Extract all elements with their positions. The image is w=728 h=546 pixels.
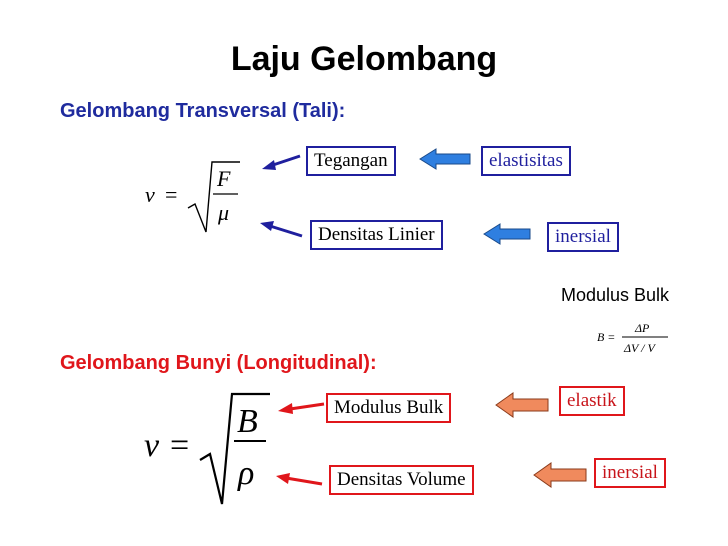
transversal-formula: v = F μ xyxy=(140,150,250,240)
transversal-heading: Gelombang Transversal (Tali): xyxy=(60,100,346,122)
box-elastisitas: elastisitas xyxy=(481,146,571,176)
longitudinal-heading: Gelombang Bunyi (Longitudinal): xyxy=(60,352,377,374)
bulk-formula-svg: B = ΔP ΔV / V xyxy=(597,321,668,355)
formula-num: F xyxy=(216,166,231,191)
line-arrow-tegangan xyxy=(262,154,301,170)
box-tegangan: Tegangan xyxy=(306,146,396,176)
line-arrow-modulus-bulk xyxy=(278,402,325,414)
longitudinal-formula: v = B ρ xyxy=(140,388,280,513)
long-formula-eq: = xyxy=(170,427,189,464)
bulk-den: ΔV / V xyxy=(623,341,656,355)
formula-den: μ xyxy=(217,200,229,225)
long-sqrt-sign xyxy=(199,392,270,505)
long-formula-num: B xyxy=(237,403,258,440)
long-formula-den: ρ xyxy=(237,455,254,492)
longitudinal-formula-svg: v = B ρ xyxy=(144,392,270,505)
bulk-formula: B = ΔP ΔV / V xyxy=(595,312,685,362)
formula-lhs: v xyxy=(145,182,155,207)
modulus-bulk-label: Modulus Bulk xyxy=(561,285,670,305)
long-formula-lhs: v xyxy=(144,427,160,464)
formula-eq: = xyxy=(165,182,177,207)
box-elastik: elastik xyxy=(559,386,625,416)
block-arrow-inersial-red xyxy=(533,462,587,488)
bulk-num: ΔP xyxy=(634,321,650,335)
bulk-lhs: B xyxy=(597,330,605,344)
box-inersial-blue: inersial xyxy=(547,222,619,252)
box-densitas-linier: Densitas Linier xyxy=(310,220,443,250)
line-arrow-densitas-linier xyxy=(260,221,303,238)
block-arrow-elastisitas xyxy=(419,148,471,170)
sqrt-sign xyxy=(187,161,240,233)
box-inersial-red: inersial xyxy=(594,458,666,488)
line-arrow-densitas-volume xyxy=(276,473,323,486)
page-title: Laju Gelombang xyxy=(230,40,498,78)
transversal-formula-svg: v = F μ xyxy=(145,161,240,233)
box-modulus-bulk: Modulus Bulk xyxy=(326,393,452,423)
bulk-eq: = xyxy=(608,330,615,344)
block-arrow-elastik xyxy=(495,392,549,418)
block-arrow-inersial-blue xyxy=(483,223,531,245)
box-densitas-volume: Densitas Volume xyxy=(329,465,474,495)
